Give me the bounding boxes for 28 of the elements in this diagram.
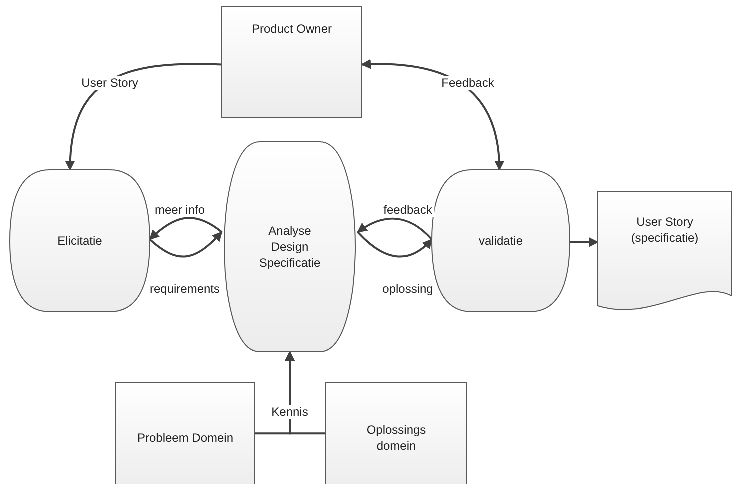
arrow xyxy=(570,237,599,248)
process-shape xyxy=(10,170,150,312)
node-text: Probleem Domein xyxy=(136,430,235,446)
arrow xyxy=(149,217,223,240)
node-text: validatie xyxy=(478,232,524,250)
edge-label: Kennis xyxy=(270,405,310,419)
edge-label: Feedback xyxy=(440,76,496,90)
arrow xyxy=(66,63,222,171)
node-text: Analyse Design Specificatie xyxy=(258,222,322,272)
process-shape xyxy=(222,142,358,352)
arrow xyxy=(149,232,223,258)
edge-label: meer info xyxy=(152,203,208,217)
arrow xyxy=(285,351,326,435)
node-text: Oplossings domein xyxy=(366,422,428,454)
arrow xyxy=(357,232,433,258)
arrow xyxy=(361,60,504,171)
node-text: Product Owner xyxy=(250,21,334,38)
edge-label: User Story xyxy=(80,76,140,90)
domain-box xyxy=(326,383,467,484)
role-box xyxy=(222,7,362,118)
domain-box xyxy=(116,383,255,484)
edge-label: oplossing xyxy=(380,282,436,296)
edge-label: requirements xyxy=(148,282,222,296)
node-text: User Story (specificatie) xyxy=(630,214,700,246)
edge-label: feedback xyxy=(382,203,434,217)
node-text: Elicitatie xyxy=(56,232,104,250)
arrow xyxy=(357,218,433,240)
process-shape xyxy=(432,170,570,312)
